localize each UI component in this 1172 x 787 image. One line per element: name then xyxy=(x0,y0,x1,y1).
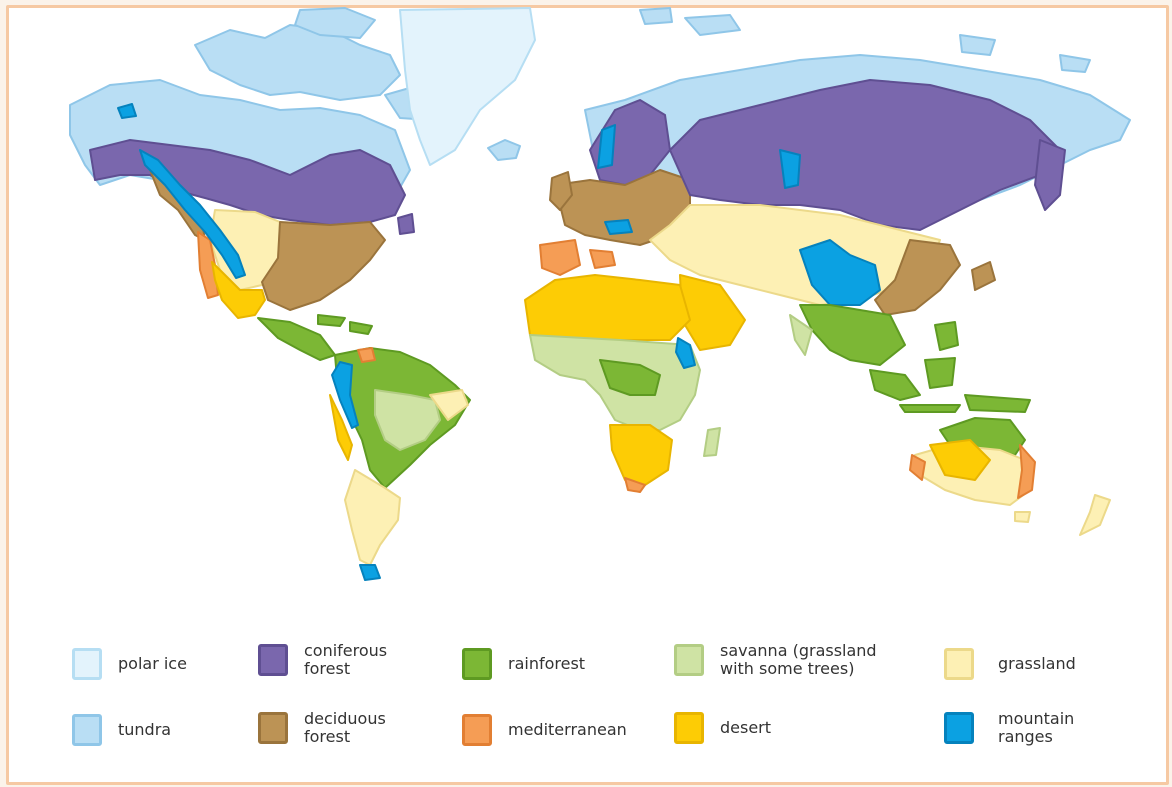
africa xyxy=(524,274,721,493)
australia xyxy=(909,417,1111,536)
europe xyxy=(539,99,691,276)
south-america xyxy=(329,347,471,581)
greenland-ice xyxy=(399,7,536,166)
asia xyxy=(649,79,1066,413)
north-america xyxy=(89,103,415,361)
